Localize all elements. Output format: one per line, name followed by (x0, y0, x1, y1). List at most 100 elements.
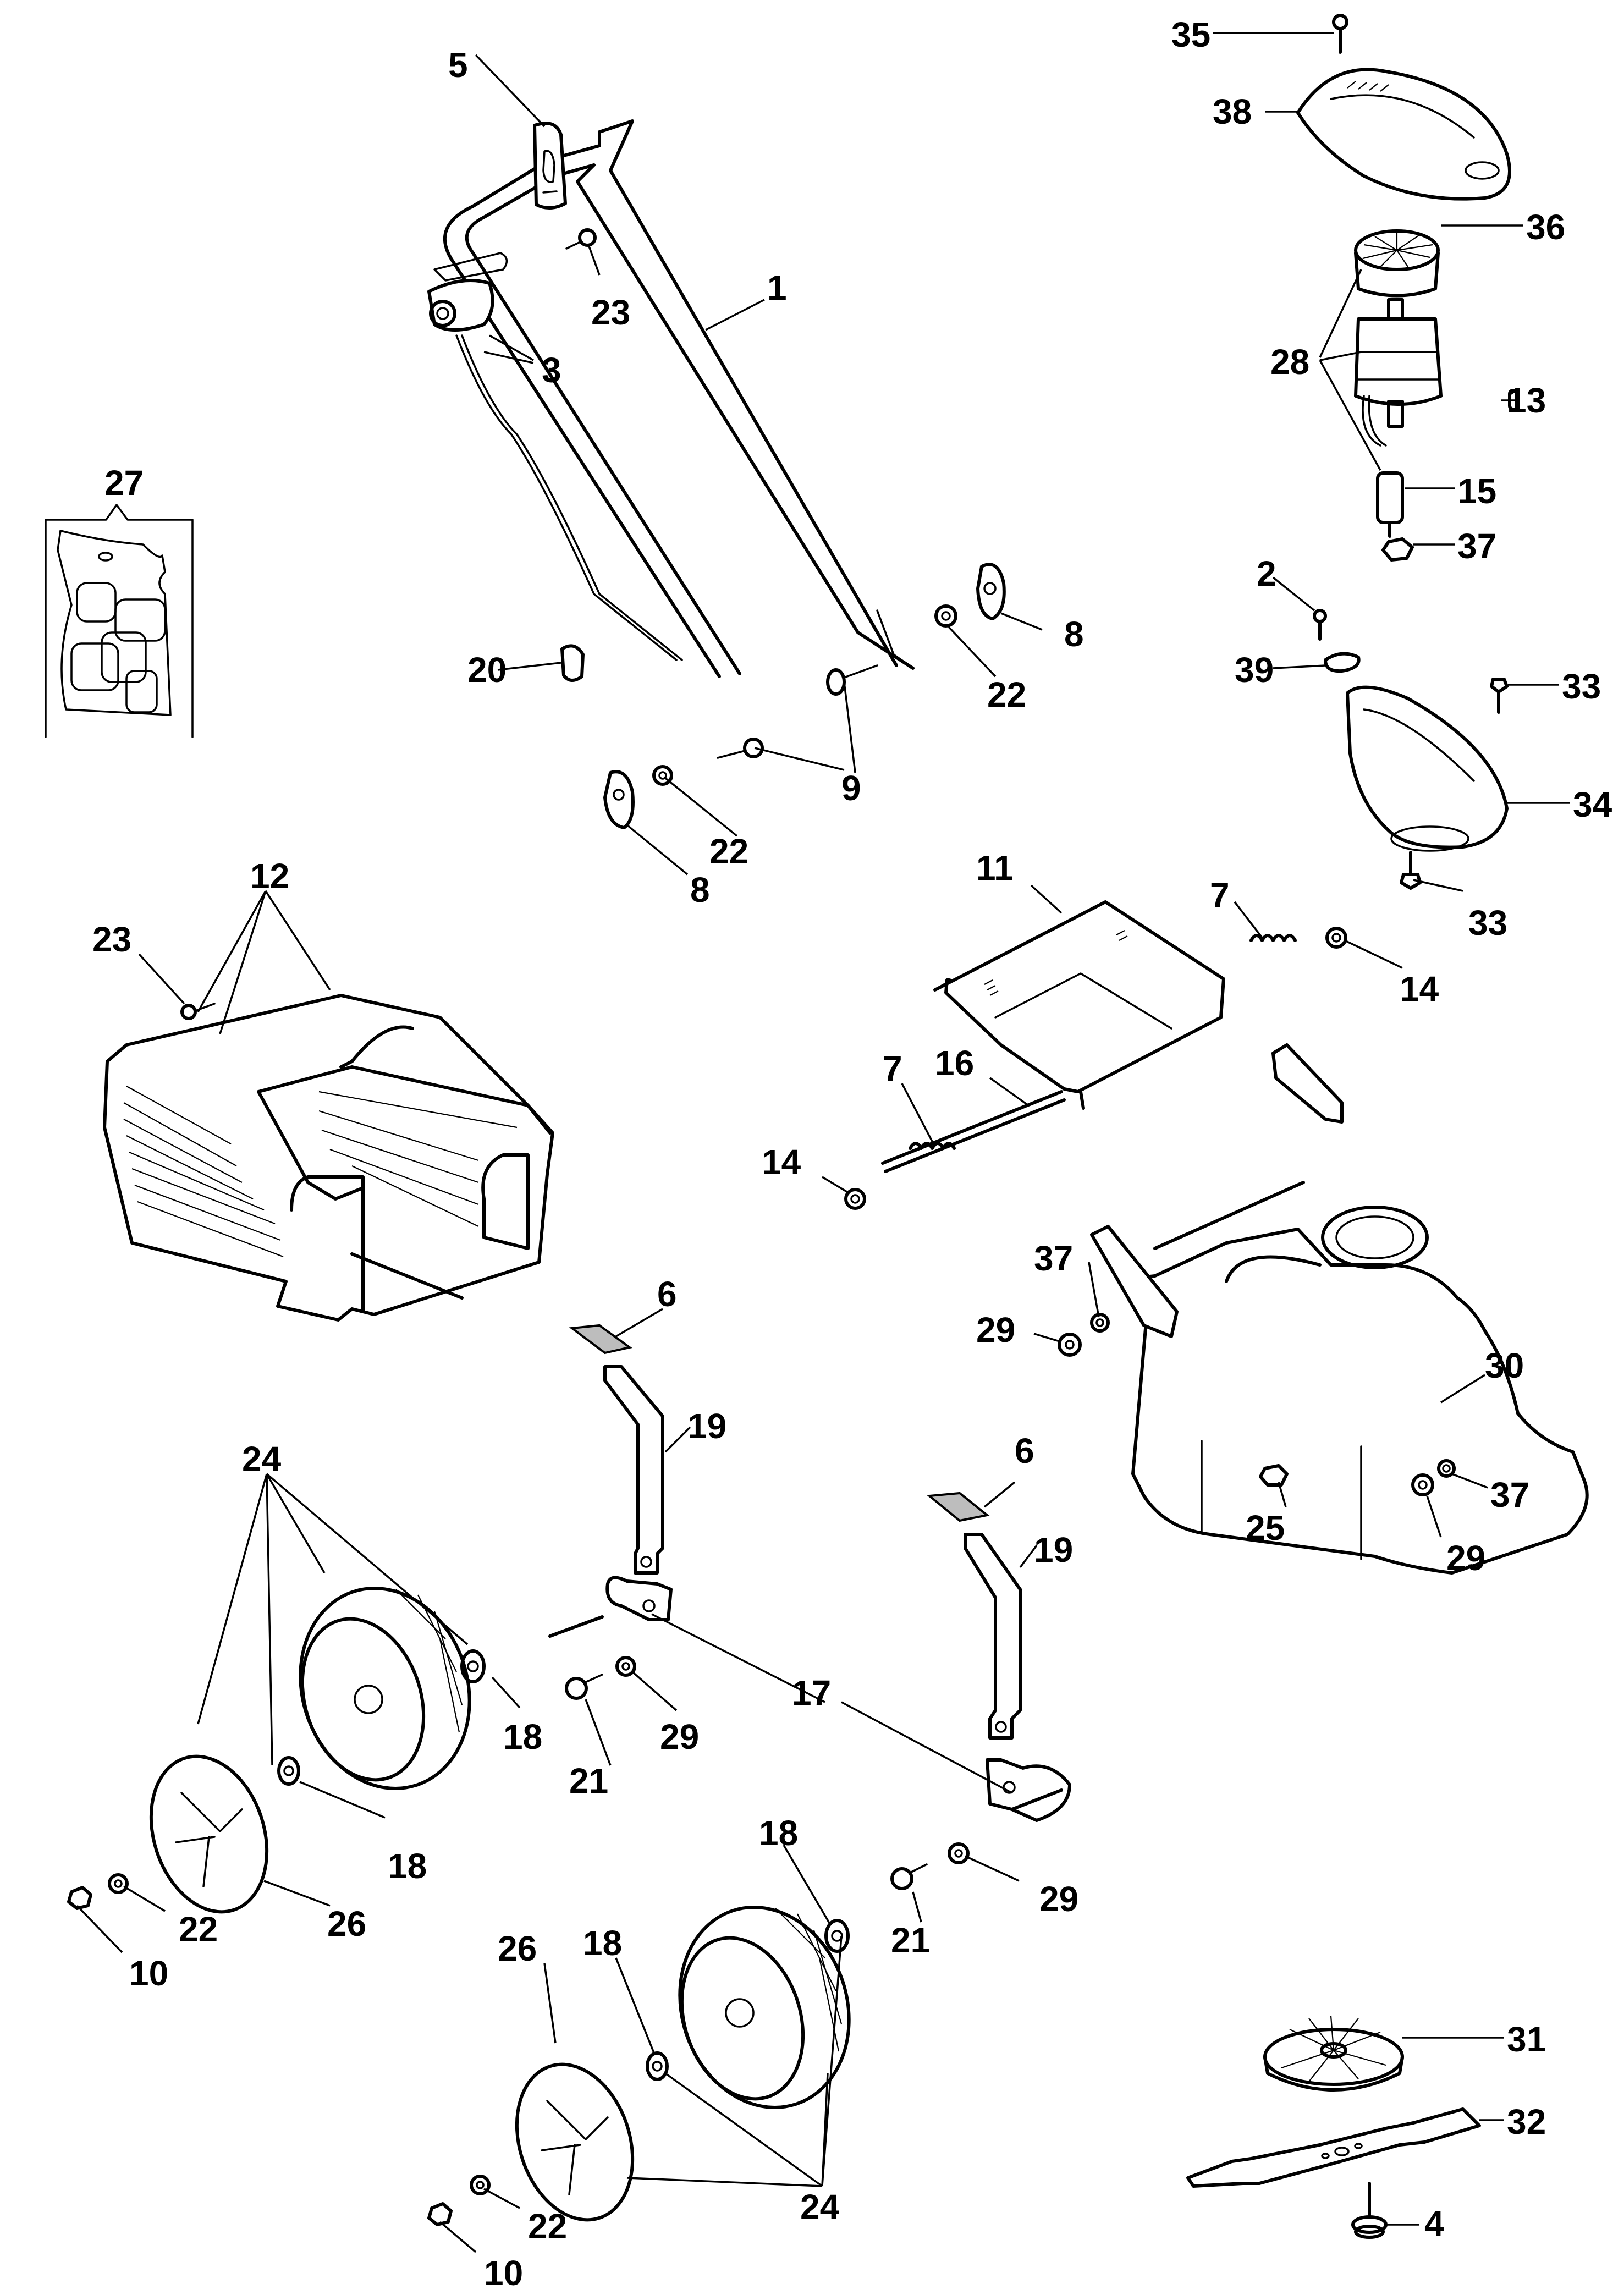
callout-31: 31 (1507, 2019, 1546, 2059)
washer (470, 2175, 491, 2195)
nut (67, 1886, 92, 1910)
flap-rod (881, 1090, 1066, 1173)
bearing (277, 1756, 300, 1786)
bolt (565, 1674, 603, 1700)
callout-37: 37 (1034, 1239, 1073, 1278)
motor-assembly (1354, 298, 1443, 447)
nut (1259, 1464, 1289, 1487)
washer (652, 765, 673, 786)
callout-23: 23 (92, 920, 131, 959)
washer (948, 1842, 970, 1864)
bearing (460, 1649, 486, 1683)
callout-35: 35 (1171, 15, 1210, 54)
callout-22: 22 (709, 832, 748, 871)
handle (443, 119, 915, 678)
wheel-height-knob (569, 1324, 632, 1355)
wheel-cap (149, 1754, 269, 1914)
callout-6: 6 (1015, 1431, 1034, 1471)
callout-18: 18 (759, 1813, 798, 1853)
callout-11: 11 (976, 848, 1014, 888)
callout-37: 37 (1490, 1475, 1529, 1515)
callout-14: 14 (762, 1142, 801, 1182)
bearing (824, 1919, 850, 1953)
handle-knob (603, 770, 635, 829)
callout-29: 29 (1039, 1879, 1078, 1919)
spring (1249, 934, 1297, 942)
callout-19: 19 (1034, 1530, 1073, 1570)
blade (1186, 2107, 1481, 2188)
axle-bracket (548, 1576, 673, 1638)
callout-labels: 1 2 3 4 5 6 6 7 7 8 8 9 10 10 11 12 13 1… (92, 15, 1612, 2293)
callout-22: 22 (987, 675, 1026, 714)
callout-1: 1 (767, 268, 787, 307)
callout-18: 18 (388, 1846, 427, 1886)
rear-flap (933, 900, 1225, 1110)
screw (1490, 678, 1509, 714)
cable-hook (533, 122, 567, 210)
cable-clip (560, 644, 585, 682)
callout-36: 36 (1526, 207, 1565, 247)
axle-bracket (986, 1758, 1071, 1822)
bearing (646, 2051, 669, 2081)
callout-29: 29 (1446, 1538, 1485, 1578)
wheel-assembly (299, 1587, 471, 1790)
callout-34: 34 (1573, 785, 1612, 824)
callout-8: 8 (690, 870, 710, 910)
callout-24: 24 (800, 2187, 840, 2227)
callout-6: 6 (657, 1274, 677, 1314)
callout-39: 39 (1235, 650, 1274, 690)
callout-8: 8 (1064, 614, 1084, 654)
fan (1263, 2015, 1404, 2092)
screw (565, 228, 597, 250)
callout-3: 3 (542, 350, 561, 390)
callout-16: 16 (935, 1043, 974, 1083)
callout-19: 19 (687, 1406, 726, 1446)
callout-7: 7 (883, 1049, 902, 1088)
decal-kit (45, 504, 194, 738)
callout-32: 32 (1507, 2102, 1546, 2142)
nut (1325, 927, 1347, 949)
nut (1090, 1313, 1110, 1333)
handle-bolt (717, 664, 878, 759)
callout-10: 10 (484, 2253, 523, 2293)
callout-30: 30 (1485, 1346, 1524, 1385)
callout-28: 28 (1270, 342, 1309, 382)
screw (1313, 609, 1327, 641)
callout-37: 37 (1457, 526, 1496, 566)
callout-2: 2 (1257, 554, 1276, 593)
callout-38: 38 (1213, 92, 1252, 131)
screw (1332, 14, 1348, 54)
callout-21: 21 (569, 1761, 608, 1801)
callout-18: 18 (503, 1717, 542, 1757)
nut (427, 2202, 453, 2226)
callout-5: 5 (448, 45, 468, 85)
callout-7: 7 (1210, 876, 1230, 915)
callout-20: 20 (467, 650, 507, 690)
callout-26: 26 (498, 1929, 537, 1968)
wheel-cap (515, 2062, 635, 2222)
wheel-height-knob (926, 1492, 990, 1522)
bolt (890, 1863, 928, 1890)
switch-and-cable (427, 252, 683, 661)
callout-4: 4 (1424, 2204, 1444, 2243)
callout-33: 33 (1562, 667, 1601, 706)
height-adjust-lever (964, 1533, 1022, 1740)
callout-9: 9 (841, 768, 861, 808)
callout-15: 15 (1457, 471, 1496, 511)
leader-lines (76, 32, 1570, 2253)
washer (615, 1656, 636, 1677)
spring (909, 1142, 956, 1150)
cable-clamp (1324, 652, 1361, 673)
blade-bolt (1351, 2182, 1388, 2239)
callout-25: 25 (1246, 1508, 1285, 1548)
callout-10: 10 (129, 1953, 168, 1993)
nut (1381, 537, 1414, 562)
handle-knob (976, 563, 1006, 620)
callout-27: 27 (104, 463, 144, 503)
nut (844, 1188, 866, 1210)
callout-29: 29 (660, 1717, 699, 1757)
screw (1400, 851, 1422, 890)
capacitor (1376, 471, 1404, 538)
washer (934, 604, 957, 628)
